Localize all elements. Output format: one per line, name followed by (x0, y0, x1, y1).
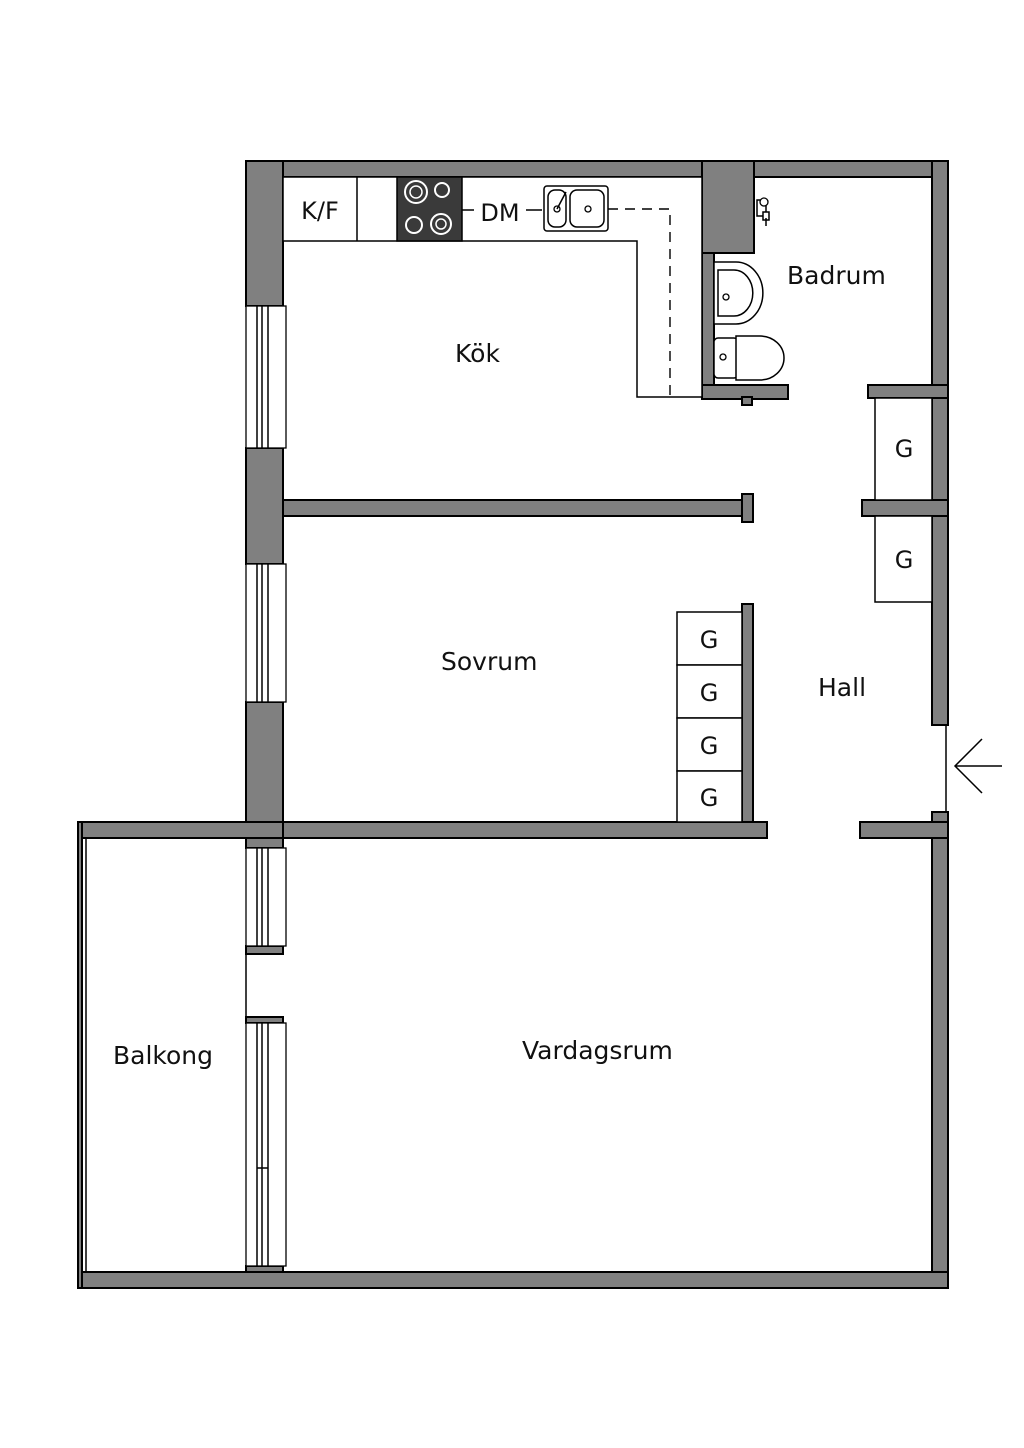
shower-icon (756, 197, 770, 226)
wall-top (245, 160, 949, 178)
toilet-icon (713, 335, 785, 381)
wall-left-upper (245, 160, 284, 307)
room-label-living-room: Vardagsrum (522, 1036, 673, 1065)
wall-kitchen-bedroom-end (741, 493, 754, 523)
wall-bedroom-living (282, 821, 768, 839)
hall-wardrobe-2 (874, 515, 933, 603)
bedroom: G G G G Sovrum (441, 611, 743, 823)
stove-icon (396, 176, 463, 242)
hall-wardrobe-1 (874, 397, 933, 501)
wall-bath-left (701, 252, 715, 398)
fridge-freezer-label: K/F (301, 197, 339, 225)
wall-kitchen-bedroom (282, 499, 744, 517)
bedroom-wardrobe-2 (676, 664, 743, 719)
bedroom-wardrobe-label-4: G (700, 784, 719, 812)
room-label-balcony: Balkong (113, 1041, 213, 1070)
bathroom: Badrum (713, 176, 932, 381)
hall: Hall (818, 673, 1002, 812)
washbasin-icon (713, 261, 764, 325)
wall-left-mid-1 (245, 447, 284, 565)
wall-hall-wardrobe-mid (861, 499, 949, 517)
room-label-bedroom: Sovrum (441, 647, 537, 676)
room-label-kitchen: Kök (455, 339, 500, 368)
window-bedroom (245, 563, 287, 703)
hall-wardrobe-label-2: G (895, 546, 914, 574)
upper-cabinets-outline (608, 208, 671, 397)
wall-right-upper (931, 160, 949, 726)
bedroom-wardrobe-label-1: G (700, 626, 719, 654)
wall-left-lower-2 (245, 945, 284, 955)
bedroom-wardrobe-3 (676, 717, 743, 772)
walls (77, 160, 949, 1289)
room-label-hall: Hall (818, 673, 866, 702)
wall-balcony-top (77, 821, 284, 839)
room-label-bathroom: Badrum (787, 261, 886, 290)
hall-wardrobe-label-1: G (895, 435, 914, 463)
entrance-arrow-icon (953, 738, 1002, 794)
hall-wardrobes: G G (874, 397, 933, 603)
kitchen: K/F DM Kök (282, 176, 703, 398)
balcony-door (245, 1022, 287, 1267)
bedroom-wardrobe-label-2: G (700, 679, 719, 707)
wall-bath-right-stub (867, 384, 949, 399)
wall-bottom (77, 1271, 949, 1289)
dishwasher-label: DM (480, 199, 519, 227)
sink-icon (543, 185, 609, 232)
wall-bath-stub (741, 396, 753, 406)
bedroom-wardrobe-label-3: G (700, 732, 719, 760)
wall-left-lower-1 (245, 837, 284, 849)
wall-living-hall-right (859, 821, 949, 839)
wall-right-lower (931, 811, 949, 1289)
wall-left-mid-2 (245, 701, 284, 839)
bedroom-wardrobe-4 (676, 770, 743, 823)
kitchen-counter (282, 176, 703, 398)
bedroom-wardrobe-1 (676, 611, 743, 666)
wall-bedroom-hall (741, 603, 754, 839)
wall-kitchen-bath (701, 160, 755, 254)
window-living-small (245, 847, 287, 947)
window-kitchen (245, 305, 287, 449)
windows (81, 305, 287, 1272)
wall-left-lower-3 (245, 1016, 284, 1024)
